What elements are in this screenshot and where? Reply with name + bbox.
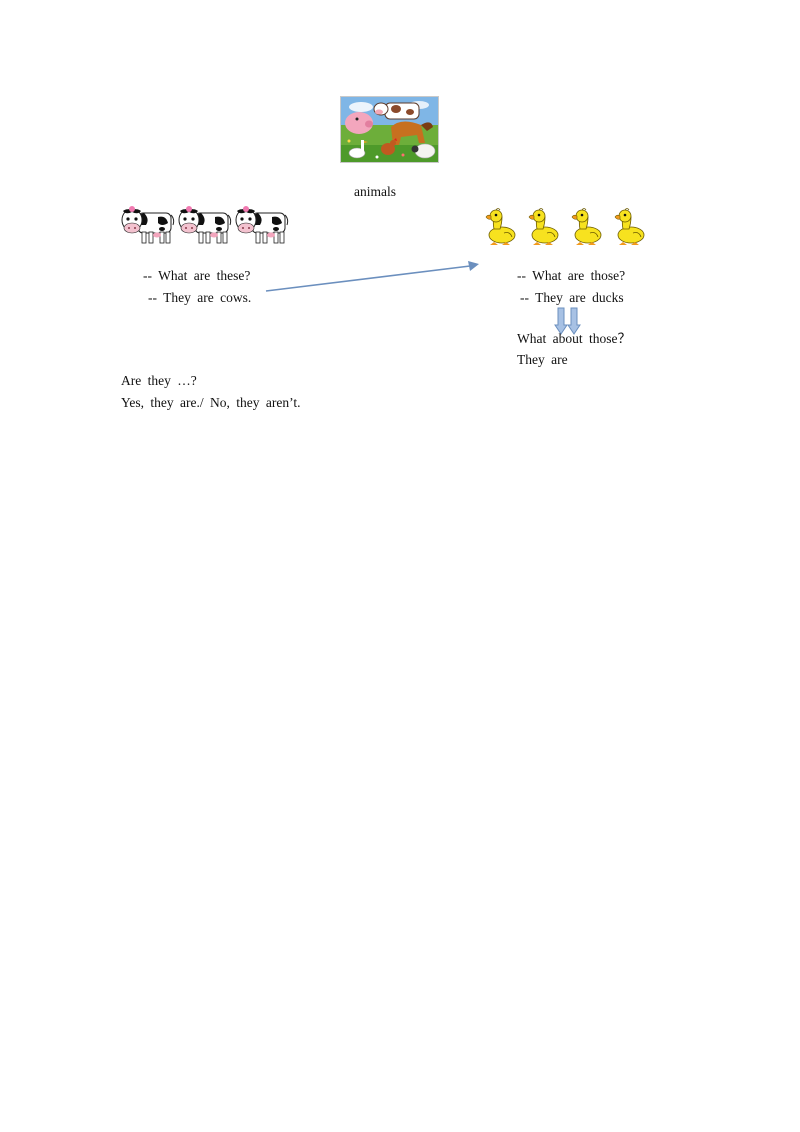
duck-icon <box>571 208 602 245</box>
cow-row <box>120 203 289 247</box>
prompt-answer: They are <box>517 352 568 367</box>
down-arrows-icon <box>554 307 581 335</box>
duck-row <box>482 207 647 247</box>
duck-icon <box>528 208 559 245</box>
duck-icon <box>614 208 645 245</box>
practice-answers: Yes, they are./ No, they aren’t. <box>121 395 301 410</box>
left-answer: -- They are cows. <box>148 290 252 305</box>
right-answer: -- They are ducks <box>520 290 624 305</box>
duck-icon <box>485 208 516 245</box>
left-question: -- What are these? <box>143 268 251 283</box>
cow-icon <box>121 206 175 244</box>
right-question: -- What are those? <box>517 268 626 283</box>
cow-icon <box>178 206 232 244</box>
prompt-question: What about those？ <box>517 331 631 346</box>
caption-animals: animals <box>354 184 396 199</box>
right-arrow-icon <box>265 261 479 292</box>
farm-animals-image <box>340 96 439 163</box>
practice-question: Are they …? <box>121 373 197 388</box>
cow-icon <box>235 206 289 244</box>
